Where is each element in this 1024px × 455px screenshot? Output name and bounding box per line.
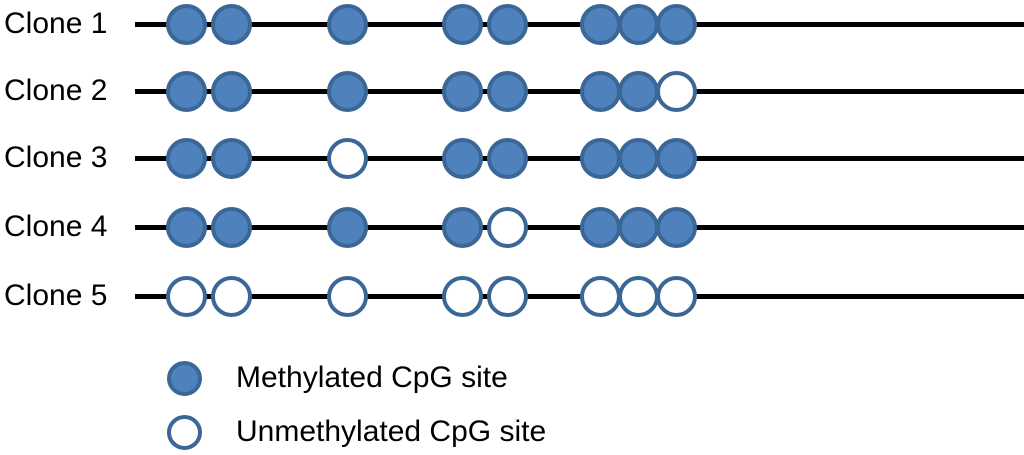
clone-label: Clone 3 <box>4 141 108 174</box>
clone-label: Clone 1 <box>4 7 108 40</box>
unmethylated-cpg-site <box>655 70 697 112</box>
methylated-cpg-site <box>655 206 697 248</box>
methylated-cpg-site <box>655 3 697 45</box>
methylated-cpg-site <box>486 3 528 45</box>
unmethylated-cpg-site <box>486 275 528 317</box>
methylated-cpg-site <box>165 70 207 112</box>
methylated-cpg-site <box>326 3 368 45</box>
methylated-cpg-site <box>579 137 621 179</box>
methylated-cpg-site <box>486 137 528 179</box>
methylated-cpg-site <box>486 70 528 112</box>
unmethylated-cpg-site <box>579 275 621 317</box>
methylated-cpg-site <box>210 3 252 45</box>
methylated-cpg-site <box>617 70 659 112</box>
methylated-cpg-site <box>210 206 252 248</box>
methylated-cpg-site <box>165 206 207 248</box>
methylated-cpg-site <box>165 3 207 45</box>
methylated-cpg-site <box>441 3 483 45</box>
methylated-cpg-site <box>165 137 207 179</box>
methylated-cpg-site <box>326 206 368 248</box>
methylated-cpg-site <box>655 137 697 179</box>
unmethylated-cpg-site <box>210 275 252 317</box>
methylated-cpg-site <box>617 3 659 45</box>
methylated-cpg-site <box>579 206 621 248</box>
unmethylated-circle-icon <box>167 414 202 450</box>
unmethylated-cpg-site <box>326 275 368 317</box>
unmethylated-cpg-site <box>486 206 528 248</box>
clone-label: Clone 4 <box>4 210 108 243</box>
methylated-circle-icon <box>167 360 202 396</box>
unmethylated-cpg-site <box>441 275 483 317</box>
methylated-cpg-site <box>579 3 621 45</box>
methylated-cpg-site <box>326 70 368 112</box>
clone-label: Clone 5 <box>4 279 108 312</box>
legend-label-methylated: Methylated CpG site <box>236 361 508 394</box>
methylated-cpg-site <box>441 70 483 112</box>
methylated-cpg-site <box>441 206 483 248</box>
unmethylated-cpg-site <box>326 137 368 179</box>
methylated-cpg-site <box>617 137 659 179</box>
legend-item-methylated: Methylated CpG site <box>167 358 508 398</box>
clone-label: Clone 2 <box>4 74 108 107</box>
methylated-cpg-site <box>210 137 252 179</box>
methylated-cpg-site <box>210 70 252 112</box>
methylated-cpg-site <box>617 206 659 248</box>
unmethylated-cpg-site <box>165 275 207 317</box>
legend-item-unmethylated: Unmethylated CpG site <box>167 412 546 452</box>
methylated-cpg-site <box>579 70 621 112</box>
legend-label-unmethylated: Unmethylated CpG site <box>236 415 547 448</box>
methylated-cpg-site <box>441 137 483 179</box>
unmethylated-cpg-site <box>617 275 659 317</box>
unmethylated-cpg-site <box>655 275 697 317</box>
